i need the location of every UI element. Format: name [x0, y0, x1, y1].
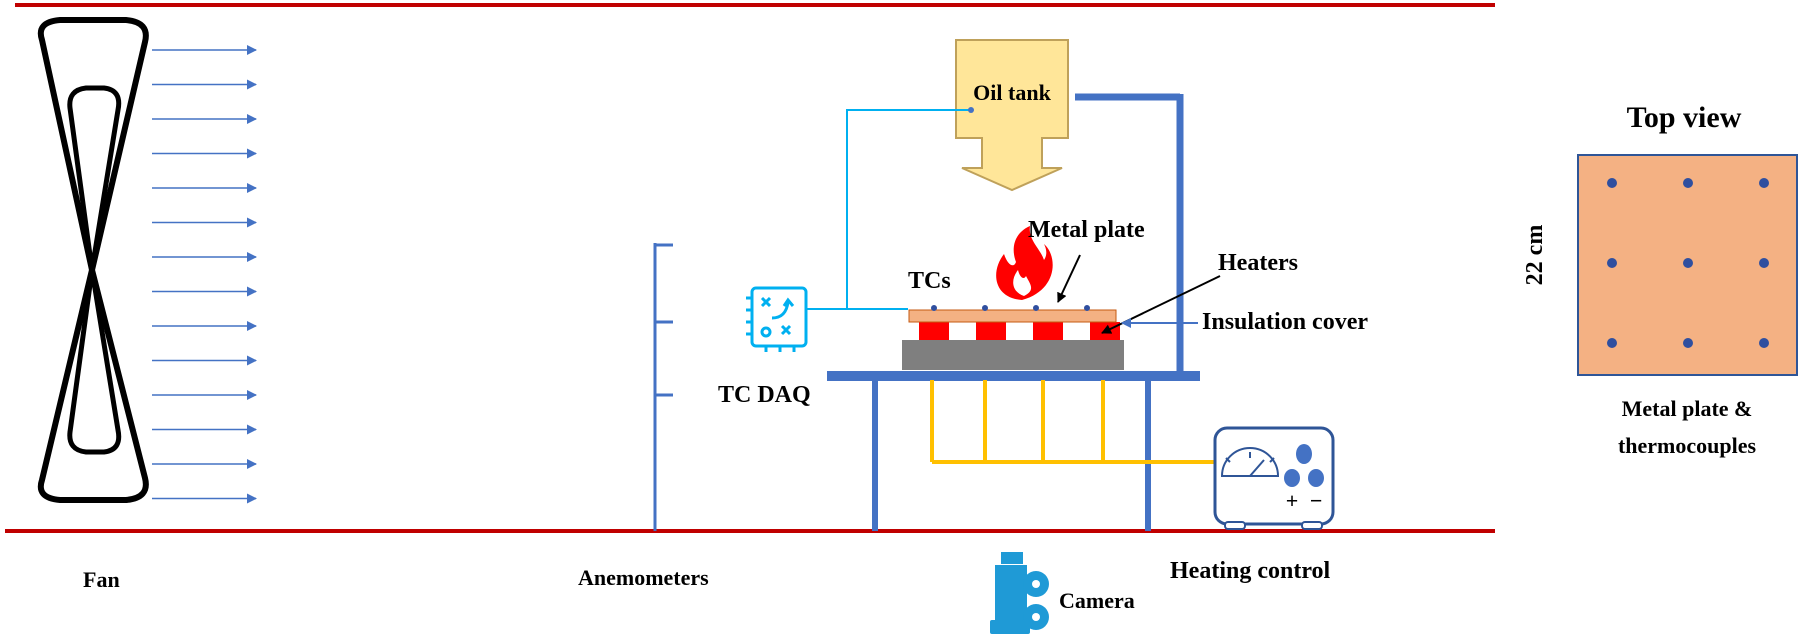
heaters [919, 322, 1120, 340]
test-stand-frame [827, 93, 1200, 531]
plate-dimension-label: 22 cm [1522, 225, 1548, 286]
top-view-thermocouples [1607, 178, 1769, 348]
oil-tank: Oil tank [955, 39, 1069, 192]
top-view-caption-line1: Metal plate & [1622, 396, 1753, 421]
thermocouple-dot [1084, 305, 1090, 311]
plus-symbol: + [1286, 488, 1299, 513]
tc-daq-label: TC DAQ [718, 382, 811, 408]
plate-thermocouples [931, 305, 1090, 311]
heating-control-label: Heating control [1170, 558, 1331, 584]
camera-label: Camera [1059, 588, 1135, 613]
top-view-thermocouple-dot [1683, 178, 1693, 188]
tcs-label: TCs [908, 268, 951, 294]
minus-symbol: − [1310, 488, 1323, 513]
heater-block [976, 322, 1006, 340]
fan-label: Fan [83, 567, 120, 592]
top-view-thermocouple-dot [1607, 178, 1617, 188]
top-view-thermocouple-dot [1607, 258, 1617, 268]
heating-control-icon: + − [1213, 426, 1335, 530]
top-view-thermocouple-dot [1683, 258, 1693, 268]
metal-plate-label: Metal plate [1028, 217, 1145, 243]
top-view-caption-line2: thermocouples [1618, 433, 1757, 458]
top-view-thermocouple-dot [1607, 338, 1617, 348]
thermocouple-dot [1033, 305, 1039, 311]
top-view-title: Top view [1627, 101, 1742, 134]
metal-plate [908, 309, 1117, 323]
thermocouple-wire [806, 109, 971, 310]
top-view-thermocouple-dot [1683, 338, 1693, 348]
top-view-thermocouple-dot [1759, 258, 1769, 268]
top-view-thermocouple-dot [1759, 338, 1769, 348]
thermocouple-dot [931, 305, 937, 311]
heater-block [1033, 322, 1063, 340]
heater-wiring [930, 380, 1215, 464]
anemometers-label: Anemometers [578, 565, 709, 590]
thermocouple-dot [982, 305, 988, 311]
oil-tank-label: Oil tank [973, 80, 1051, 105]
daq-icon [746, 286, 808, 352]
airflow-arrows [152, 45, 257, 504]
anemometer-icon [653, 243, 673, 531]
camera-icon [990, 552, 1049, 634]
metal-plate-pointer [1057, 254, 1081, 303]
top-view-thermocouple-dot [1759, 178, 1769, 188]
oil-tank-sensor-dot [968, 107, 974, 113]
flame-icon [996, 226, 1053, 300]
insulation-cover [902, 340, 1124, 370]
fan-icon [37, 17, 149, 503]
heater-block [919, 322, 949, 340]
heaters-label: Heaters [1218, 250, 1298, 276]
insulation-cover-label: Insulation cover [1202, 309, 1368, 335]
